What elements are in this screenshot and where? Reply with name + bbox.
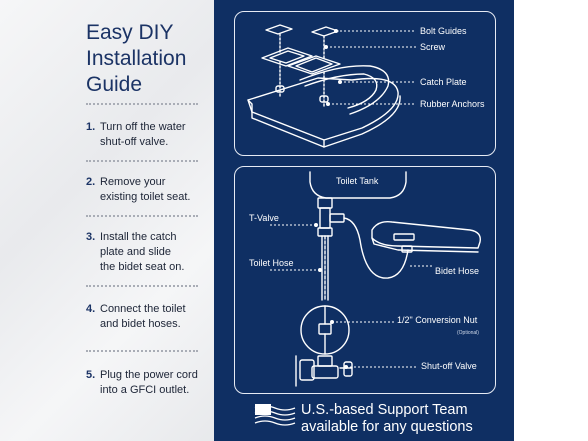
toilet-tank-illustration bbox=[309, 171, 407, 199]
guide-title-line1: Easy DIY bbox=[86, 21, 174, 44]
label-t-valve: T-Valve bbox=[249, 213, 279, 223]
guide-title-line3: Guide bbox=[86, 73, 143, 96]
guide-title: Easy DIY Installation Guide bbox=[86, 20, 214, 98]
step-number: 2. bbox=[86, 176, 96, 188]
dotted-divider bbox=[86, 285, 198, 287]
guide-title-line2: Installation bbox=[86, 47, 187, 70]
label-conversion-nut: 1/2" Conversion Nut bbox=[397, 315, 478, 325]
t-valve-illustration bbox=[317, 197, 345, 237]
rubber-anchor bbox=[319, 95, 329, 103]
label-shutoff-valve: Shut-off Valve bbox=[421, 361, 477, 371]
step-text-line: shut-off valve. bbox=[100, 136, 169, 148]
dotted-divider bbox=[86, 160, 198, 162]
catch-plate-illustration bbox=[261, 24, 341, 75]
us-flag-icon bbox=[254, 404, 296, 426]
step-text-line: into a GFCI outlet. bbox=[100, 384, 190, 396]
label-rubber-anchors: Rubber Anchors bbox=[420, 99, 485, 109]
step-number: 5. bbox=[86, 369, 96, 381]
step-text: Turn off the water shut-off valve. bbox=[100, 120, 210, 150]
toilet-seat-illustration bbox=[247, 65, 401, 148]
step-text-line: plate and slide bbox=[100, 246, 171, 258]
label-optional: (Optional) bbox=[457, 330, 479, 336]
label-toilet-tank: Toilet Tank bbox=[336, 176, 379, 186]
step-text-line: the bidet seat on. bbox=[100, 261, 185, 273]
label-bolt-guides: Bolt Guides bbox=[420, 26, 467, 36]
instructions-panel: Easy DIY Installation Guide 1. Turn off … bbox=[0, 0, 214, 441]
step-text-line: Install the catch bbox=[100, 231, 177, 243]
label-bidet-hose: Bidet Hose bbox=[435, 266, 480, 276]
dotted-divider bbox=[86, 215, 198, 217]
bottom-diagram-frame bbox=[234, 166, 496, 394]
step-text-line: Connect the toilet bbox=[100, 303, 186, 315]
bidet-hose-line bbox=[343, 217, 409, 279]
step-text-line: Plug the power cord bbox=[100, 369, 198, 381]
support-line1: U.S.-based Support Team bbox=[301, 402, 468, 418]
conversion-nut-illustration bbox=[318, 323, 332, 335]
step-text-line: Remove your bbox=[100, 176, 166, 188]
step-text: Plug the power cord into a GFCI outlet. bbox=[100, 368, 210, 398]
dotted-divider bbox=[86, 103, 198, 105]
rubber-anchor bbox=[275, 85, 285, 93]
step-number: 1. bbox=[86, 121, 96, 133]
step-text: Install the catch plate and slide the bi… bbox=[100, 230, 210, 275]
label-screw: Screw bbox=[420, 42, 446, 52]
step-text-line: existing toilet seat. bbox=[100, 191, 191, 203]
step-text: Connect the toilet and bidet hoses. bbox=[100, 302, 210, 332]
step-number: 4. bbox=[86, 303, 96, 315]
label-catch-plate: Catch Plate bbox=[420, 77, 467, 87]
top-diagram-frame bbox=[234, 11, 496, 156]
dotted-divider bbox=[86, 350, 198, 352]
bidet-seat-illustration bbox=[371, 220, 481, 253]
shutoff-valve-illustration bbox=[295, 355, 353, 387]
step-text-line: Turn off the water bbox=[100, 121, 186, 133]
label-toilet-hose: Toilet Hose bbox=[249, 258, 294, 268]
step-text-line: and bidet hoses. bbox=[100, 318, 181, 330]
support-line2: available for any questions bbox=[301, 419, 473, 435]
step-number: 3. bbox=[86, 231, 96, 243]
support-banner: U.S.-based Support Team available for an… bbox=[301, 402, 511, 436]
step-text: Remove your existing toilet seat. bbox=[100, 175, 210, 205]
